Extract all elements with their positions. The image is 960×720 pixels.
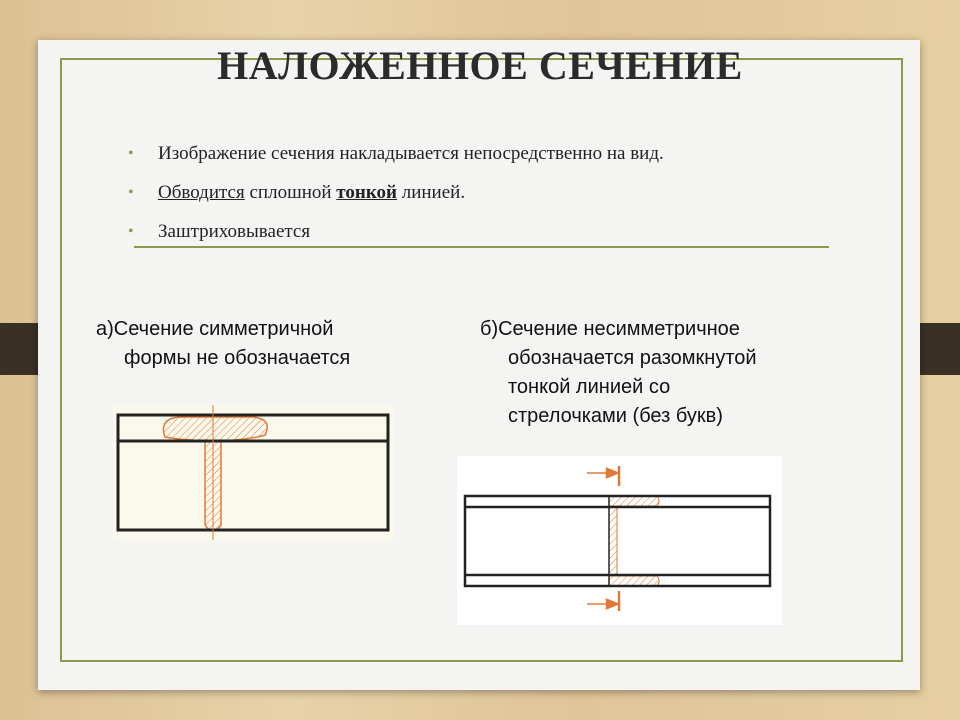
symmetric-section-drawing bbox=[113, 405, 393, 540]
arrow-top-icon bbox=[587, 466, 621, 486]
caption-line: а)Сечение симметричной bbox=[96, 318, 334, 340]
bullet-item: Заштриховывается bbox=[120, 220, 664, 259]
bullet-item: Обводится сплошной тонкой линией. bbox=[120, 181, 664, 220]
bullet-text: сплошной bbox=[244, 182, 337, 203]
bullet-text-underlined: Обводится bbox=[158, 182, 245, 203]
bullet-text-bold: тонкой bbox=[336, 182, 397, 203]
divider bbox=[134, 246, 829, 248]
bullet-text: линией. bbox=[396, 182, 466, 203]
bullet-list: Изображение сечения накладывается непоср… bbox=[120, 142, 664, 259]
caption-line: обозначается разомкнутой bbox=[508, 347, 757, 369]
caption-a: а)Сечение симметричной формы не обознача… bbox=[96, 315, 350, 373]
caption-line: формы не обозначается bbox=[124, 347, 351, 369]
caption-b: б)Сечение несимметричное обозначается ра… bbox=[480, 315, 757, 431]
bullet-item: Изображение сечения накладывается непоср… bbox=[120, 142, 664, 181]
asymmetric-section-drawing bbox=[457, 456, 782, 625]
slide-frame bbox=[60, 58, 903, 662]
arrow-bottom-icon bbox=[587, 591, 621, 611]
bullet-text: Заштриховывается bbox=[158, 221, 311, 242]
caption-line: стрелочками (без букв) bbox=[508, 405, 723, 427]
bullet-text: Изображение сечения накладывается непоср… bbox=[158, 143, 664, 164]
slide-title: НАЛОЖЕННОЕ СЕЧЕНИЕ bbox=[217, 43, 743, 88]
caption-line: тонкой линией со bbox=[508, 376, 671, 398]
caption-line: б)Сечение несимметричное bbox=[480, 318, 740, 340]
